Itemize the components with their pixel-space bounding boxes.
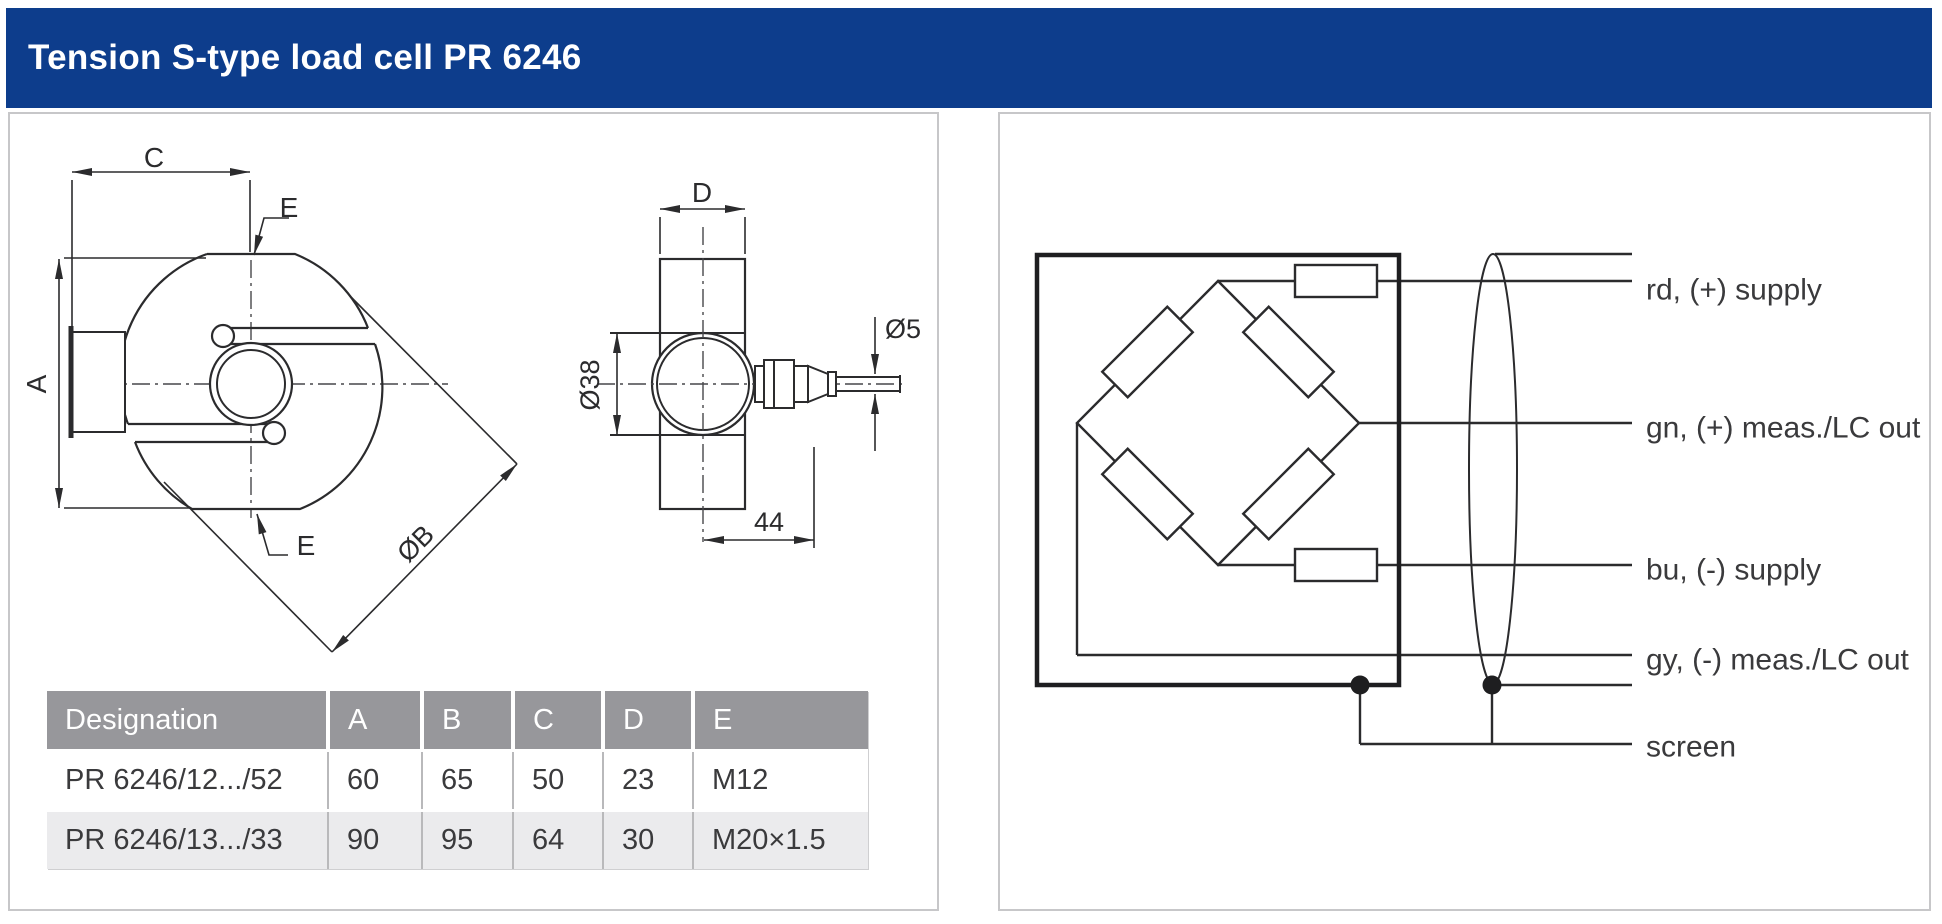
wire-label-meas-pos: gn, (+) meas./LC out [1646, 412, 1921, 445]
col-header-e: E [691, 691, 868, 751]
wire-label-supply-neg: bu, (-) supply [1646, 554, 1821, 587]
bridge-diamond [1075, 279, 1361, 567]
center-hole [208, 341, 294, 427]
lower-s-slot [128, 420, 287, 446]
wire-meas-neg [1075, 423, 1632, 657]
col-header-d: D [601, 691, 693, 751]
cell-a: 90 [327, 809, 422, 869]
cable-gland [754, 359, 901, 409]
dimension-dia38: Ø38 [575, 333, 621, 435]
wire-label-screen: screen [1646, 731, 1736, 764]
wiring-diagram: rd, (+) supply gn, (+) meas./LC out bu, … [1034, 252, 1921, 764]
page-title: Tension S-type load cell PR 6246 [28, 38, 582, 77]
wire-screen [1358, 685, 1632, 746]
strain-gauge-resistor [1100, 305, 1195, 399]
cell-designation: PR 6246/13.../33 [47, 809, 328, 869]
compensation-resistor-bottom [1293, 547, 1379, 583]
cell-c: 64 [512, 809, 603, 869]
side-view-drawing: D Ø38 Ø5 44 [575, 177, 921, 548]
dimension-a: A [21, 257, 206, 509]
load-cell-housing [1034, 252, 1402, 688]
wires [1075, 252, 1632, 746]
load-cell-drawing: C A E E [21, 142, 921, 653]
front-view-drawing: C A E E [21, 142, 518, 653]
wire-label-meas-neg: gy, (-) meas./LC out [1646, 644, 1910, 677]
title-bar: Tension S-type load cell PR 6246 [6, 8, 1932, 108]
dim-label-b: ØB [391, 519, 440, 568]
compensation-resistor-top [1293, 263, 1379, 299]
table-row: PR 6246/13.../33 90 95 64 30 M20×1.5 [47, 809, 868, 869]
cell-b: 65 [421, 749, 513, 811]
junction-dot [1350, 675, 1370, 695]
cell-b: 95 [421, 809, 513, 869]
wire-labels: rd, (+) supply gn, (+) meas./LC out bu, … [1646, 274, 1921, 764]
junction-dot [1482, 675, 1502, 695]
dimension-44: 44 [704, 447, 815, 548]
dimension-c: C [71, 142, 251, 330]
dimension-b-diagonal: ØB [163, 295, 518, 653]
dim-label-a: A [21, 374, 52, 393]
cell-designation: PR 6246/12.../52 [47, 749, 328, 811]
drawing-card: C A E E [8, 112, 939, 911]
table-row: PR 6246/12.../52 60 65 50 23 M12 [47, 749, 868, 811]
thread-label-top: E [280, 192, 299, 223]
dim-label-dia38: Ø38 [575, 359, 605, 410]
thread-label-bottom: E [297, 530, 316, 561]
table-header-row: Designation A B C D E [47, 691, 868, 751]
upper-s-slot [210, 323, 375, 349]
col-header-a: A [326, 691, 422, 751]
cell-d: 30 [602, 809, 693, 869]
dim-label-dia5: Ø5 [885, 314, 921, 344]
dim-label-c: C [144, 142, 164, 173]
cell-e: M12 [692, 749, 868, 811]
strain-gauge-resistor [1100, 447, 1195, 541]
col-header-c: C [511, 691, 603, 751]
dim-label-d: D [692, 177, 712, 208]
bridge-circuit [1075, 263, 1379, 583]
cell-e: M20×1.5 [692, 809, 868, 869]
dimensions-table: Designation A B C D E PR 6246/12.../52 6… [47, 691, 868, 869]
dimension-dia5: Ø5 [871, 314, 921, 451]
strain-gauge-resistor [1241, 305, 1336, 399]
wire-label-supply-pos: rd, (+) supply [1646, 274, 1822, 307]
cell-d: 23 [602, 749, 693, 811]
wiring-card: rd, (+) supply gn, (+) meas./LC out bu, … [998, 112, 1931, 911]
mounting-boss [68, 326, 126, 438]
col-header-designation: Designation [47, 691, 328, 751]
cell-c: 50 [512, 749, 603, 811]
col-header-b: B [420, 691, 513, 751]
thread-callout-bottom: E [256, 513, 316, 561]
thread-callout-top: E [253, 192, 299, 256]
cell-a: 60 [327, 749, 422, 811]
dim-label-44: 44 [754, 507, 784, 537]
dimension-d: D [659, 177, 746, 254]
cable-screen-ellipse [1468, 253, 1518, 685]
strain-gauge-resistor [1241, 447, 1336, 541]
